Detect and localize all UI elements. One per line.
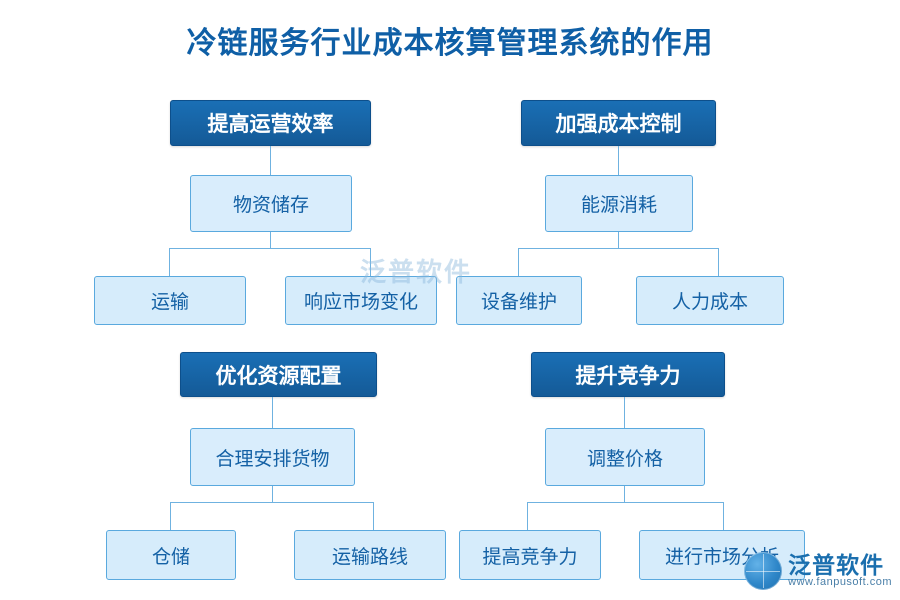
- connector-4-right-drop: [723, 502, 724, 530]
- connector-3-header-middle: [272, 397, 273, 428]
- connector-1-bus: [169, 248, 371, 249]
- group-node-2-leaf-2[interactable]: 人力成本: [636, 276, 784, 325]
- group-node-4-leaf-1[interactable]: 提高竞争力: [459, 530, 601, 580]
- connector-3-right-drop: [373, 502, 374, 530]
- connector-4-left-drop: [527, 502, 528, 530]
- connector-2-left-drop: [518, 248, 519, 276]
- group-node-4-leaf-2[interactable]: 进行市场分析: [639, 530, 805, 580]
- group-node-1-leaf-2[interactable]: 响应市场变化: [285, 276, 437, 325]
- group-node-2-middle[interactable]: 能源消耗: [545, 175, 693, 232]
- connector-3-bus: [170, 502, 373, 503]
- page-title: 冷链服务行业成本核算管理系统的作用: [186, 27, 714, 60]
- group-node-3-middle[interactable]: 合理安排货物: [190, 428, 355, 486]
- group-header-1[interactable]: 提高运营效率: [170, 100, 371, 146]
- connector-4-middle-stub: [624, 486, 625, 502]
- group-node-2-leaf-1[interactable]: 设备维护: [456, 276, 582, 325]
- connector-3-middle-stub: [272, 486, 273, 502]
- connector-2-middle-stub: [618, 232, 619, 248]
- group-node-3-leaf-2[interactable]: 运输路线: [294, 530, 446, 580]
- connector-1-left-drop: [169, 248, 170, 276]
- connector-4-bus: [527, 502, 723, 503]
- group-node-4-middle[interactable]: 调整价格: [545, 428, 705, 486]
- connector-2-bus: [518, 248, 719, 249]
- connector-2-right-drop: [718, 248, 719, 276]
- group-node-1-middle[interactable]: 物资储存: [190, 175, 352, 232]
- connector-1-right-drop: [370, 248, 371, 276]
- group-node-1-leaf-1[interactable]: 运输: [94, 276, 246, 325]
- connector-1-header-middle: [270, 146, 271, 175]
- group-header-4[interactable]: 提升竞争力: [531, 352, 725, 397]
- connector-4-header-middle: [624, 397, 625, 428]
- group-header-2[interactable]: 加强成本控制: [521, 100, 716, 146]
- group-node-3-leaf-1[interactable]: 仓储: [106, 530, 236, 580]
- group-header-3[interactable]: 优化资源配置: [180, 352, 377, 397]
- connector-1-middle-stub: [270, 232, 271, 248]
- connector-2-header-middle: [618, 146, 619, 175]
- connector-3-left-drop: [170, 502, 171, 530]
